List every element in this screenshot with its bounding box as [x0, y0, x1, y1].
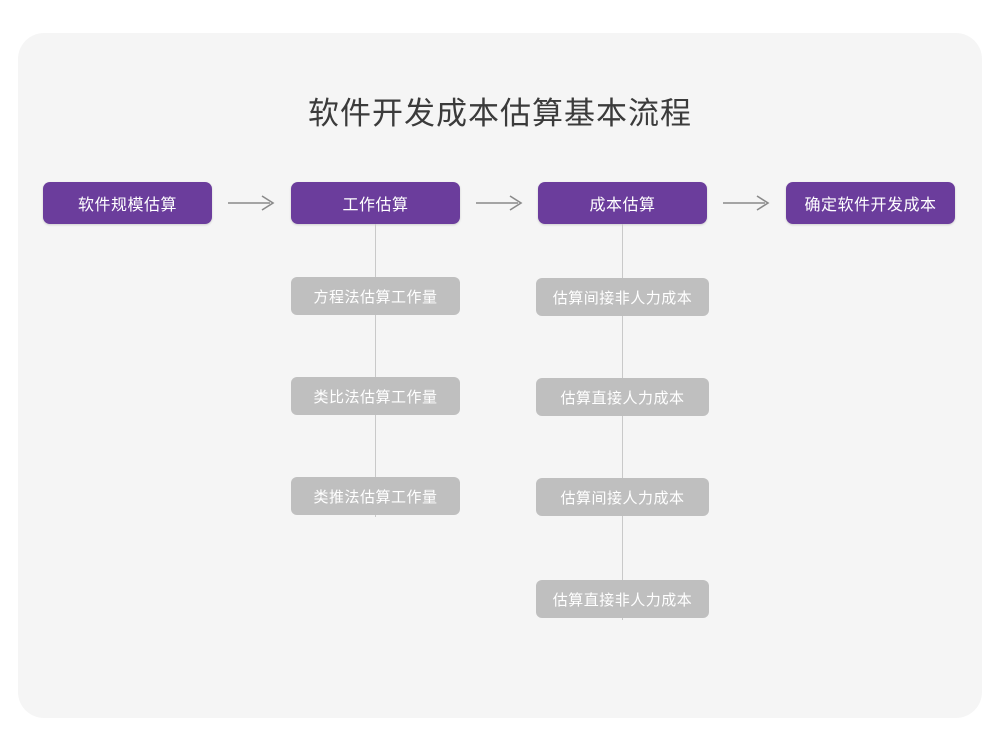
- flow-step-label: 成本估算: [589, 197, 656, 214]
- branch-1-item-1[interactable]: 方程法估算工作量: [291, 277, 460, 315]
- arrow-right-icon-3: [723, 192, 771, 214]
- flow-step-label: 工作估算: [342, 197, 409, 214]
- branch-item-label: 估算间接人力成本: [560, 489, 685, 507]
- branch-2-item-1[interactable]: 估算间接非人力成本: [536, 278, 709, 316]
- branch-1-item-2[interactable]: 类比法估算工作量: [291, 377, 460, 415]
- branch-2-item-2[interactable]: 估算直接人力成本: [536, 378, 709, 416]
- branch-item-label: 估算间接非人力成本: [552, 289, 693, 307]
- connector-line-branch-2: [622, 224, 623, 620]
- branch-item-label: 估算直接非人力成本: [552, 591, 693, 609]
- flow-step-work-estimation[interactable]: 工作估算: [291, 182, 460, 224]
- connector-line-branch-1: [375, 224, 376, 517]
- arrow-right-icon-1: [228, 192, 276, 214]
- branch-item-label: 方程法估算工作量: [313, 288, 438, 306]
- branch-item-label: 估算直接人力成本: [560, 389, 685, 407]
- page-title: 软件开发成本估算基本流程: [308, 96, 692, 131]
- flow-step-cost-estimation[interactable]: 成本估算: [538, 182, 707, 224]
- branch-2-item-3[interactable]: 估算间接人力成本: [536, 478, 709, 516]
- flow-step-software-scale-estimation[interactable]: 软件规模估算: [43, 182, 212, 224]
- flow-step-label: 软件规模估算: [77, 197, 177, 214]
- branch-1-item-3[interactable]: 类推法估算工作量: [291, 477, 460, 515]
- flow-step-determine-development-cost[interactable]: 确定软件开发成本: [786, 182, 955, 224]
- branch-2-item-4[interactable]: 估算直接非人力成本: [536, 580, 709, 618]
- flow-step-label: 确定软件开发成本: [804, 197, 937, 214]
- diagram-card: [18, 33, 982, 718]
- branch-item-label: 类比法估算工作量: [313, 388, 438, 406]
- branch-item-label: 类推法估算工作量: [313, 488, 438, 506]
- arrow-right-icon-2: [476, 192, 524, 214]
